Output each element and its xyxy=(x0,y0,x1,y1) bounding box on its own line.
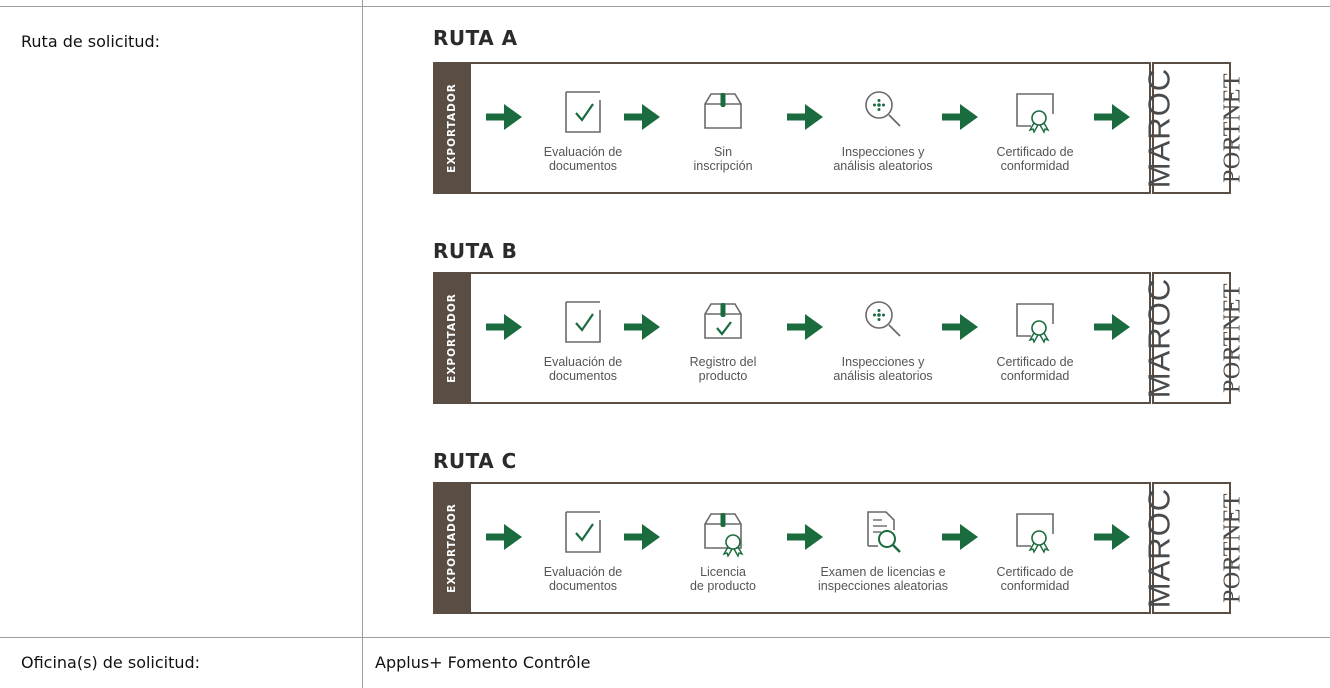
flow-arrow xyxy=(486,104,522,130)
flow-arrow xyxy=(1094,314,1130,340)
step-label-line: análisis aleatorios xyxy=(833,159,933,173)
step-label-line: Evaluación de xyxy=(543,565,623,579)
step-label-line: Registro del xyxy=(689,355,757,369)
flow-arrow xyxy=(787,104,823,130)
step-label-line: documentos xyxy=(548,579,618,593)
row-label-route: Ruta de solicitud: xyxy=(21,32,161,51)
step-label-line: análisis aleatorios xyxy=(833,369,933,383)
step-label-line: Evaluación de xyxy=(543,355,623,369)
flow-arrow xyxy=(624,524,660,550)
flow-arrow xyxy=(1094,524,1130,550)
route-title: RUTA A xyxy=(433,26,518,50)
exporter-side-label: EXPORTADOR xyxy=(433,62,471,194)
row-label-offices: Oficina(s) de solicitud: xyxy=(21,653,201,672)
flow-arrow xyxy=(624,314,660,340)
maroc-portnet-logo: MAROC PORTNET xyxy=(1142,275,1246,401)
flow-arrow xyxy=(942,524,978,550)
step-label-line: Sin xyxy=(713,145,733,159)
logo-text-portnet: PORTNET xyxy=(1219,492,1246,604)
box-check-icon xyxy=(704,303,742,339)
step-label-line: conformidad xyxy=(1000,369,1070,383)
maroc-portnet-logo: MAROC PORTNET xyxy=(1142,485,1246,611)
route-title: RUTA C xyxy=(433,449,517,473)
checkbox-check-icon xyxy=(565,91,601,133)
step-label-line: Evaluación de xyxy=(543,145,623,159)
checkbox-check-icon xyxy=(565,301,601,343)
magnifier-dots-icon xyxy=(865,301,901,337)
step-label-line: Certificado de xyxy=(996,355,1074,369)
flow-arrow xyxy=(486,524,522,550)
flow-arrow xyxy=(787,314,823,340)
exporter-label: EXPORTADOR xyxy=(446,83,458,173)
step-label-line: Inspecciones y xyxy=(841,355,925,369)
table-column-divider xyxy=(362,0,363,688)
logo-text-maroc: MAROC xyxy=(1141,277,1177,399)
certificate-icon xyxy=(1016,93,1054,134)
route-flow-graphic xyxy=(433,272,1231,404)
magnifier-dots-icon xyxy=(865,91,901,127)
maroc-portnet-logo: MAROC PORTNET xyxy=(1142,65,1246,191)
table-top-border xyxy=(0,6,1330,7)
document-search-icon xyxy=(867,511,901,553)
exporter-label: EXPORTADOR xyxy=(446,503,458,593)
step-label-line: documentos xyxy=(548,369,618,383)
exporter-side-label: EXPORTADOR xyxy=(433,482,471,614)
logo-text-portnet: PORTNET xyxy=(1219,72,1246,184)
flow-arrow xyxy=(624,104,660,130)
box-icon xyxy=(704,93,742,129)
step-label-line: Certificado de xyxy=(996,145,1074,159)
flow-arrow xyxy=(942,104,978,130)
route-flow-graphic xyxy=(433,62,1231,194)
step-label-line: inscripción xyxy=(693,159,753,173)
row-value-offices: Applus+ Fomento Contrôle xyxy=(375,653,591,672)
step-label-line: Certificado de xyxy=(996,565,1074,579)
step-label-line: Inspecciones y xyxy=(841,145,925,159)
table-row-divider xyxy=(0,637,1330,638)
box-award-icon xyxy=(704,513,744,558)
checkbox-check-icon xyxy=(565,511,601,553)
flow-arrow xyxy=(942,314,978,340)
certificate-icon xyxy=(1016,513,1054,554)
flow-arrow xyxy=(1094,104,1130,130)
step-label-line: producto xyxy=(698,369,748,383)
route-title: RUTA B xyxy=(433,239,518,263)
logo-text-maroc: MAROC xyxy=(1141,67,1177,189)
flow-arrow xyxy=(787,524,823,550)
certificate-icon xyxy=(1016,303,1054,344)
logo-text-portnet: PORTNET xyxy=(1219,282,1246,394)
step-label-line: Licencia xyxy=(700,565,746,579)
exporter-side-label: EXPORTADOR xyxy=(433,272,471,404)
flow-arrow xyxy=(486,314,522,340)
route-flow-graphic xyxy=(433,482,1231,614)
step-label-line: de producto xyxy=(689,579,757,593)
step-label-line: conformidad xyxy=(1000,159,1070,173)
exporter-label: EXPORTADOR xyxy=(446,293,458,383)
step-label-line: conformidad xyxy=(1000,579,1070,593)
logo-text-maroc: MAROC xyxy=(1141,487,1177,609)
step-label-line: Examen de licencias e xyxy=(820,565,946,579)
step-label-line: inspecciones aleatorias xyxy=(818,579,948,593)
step-label-line: documentos xyxy=(548,159,618,173)
